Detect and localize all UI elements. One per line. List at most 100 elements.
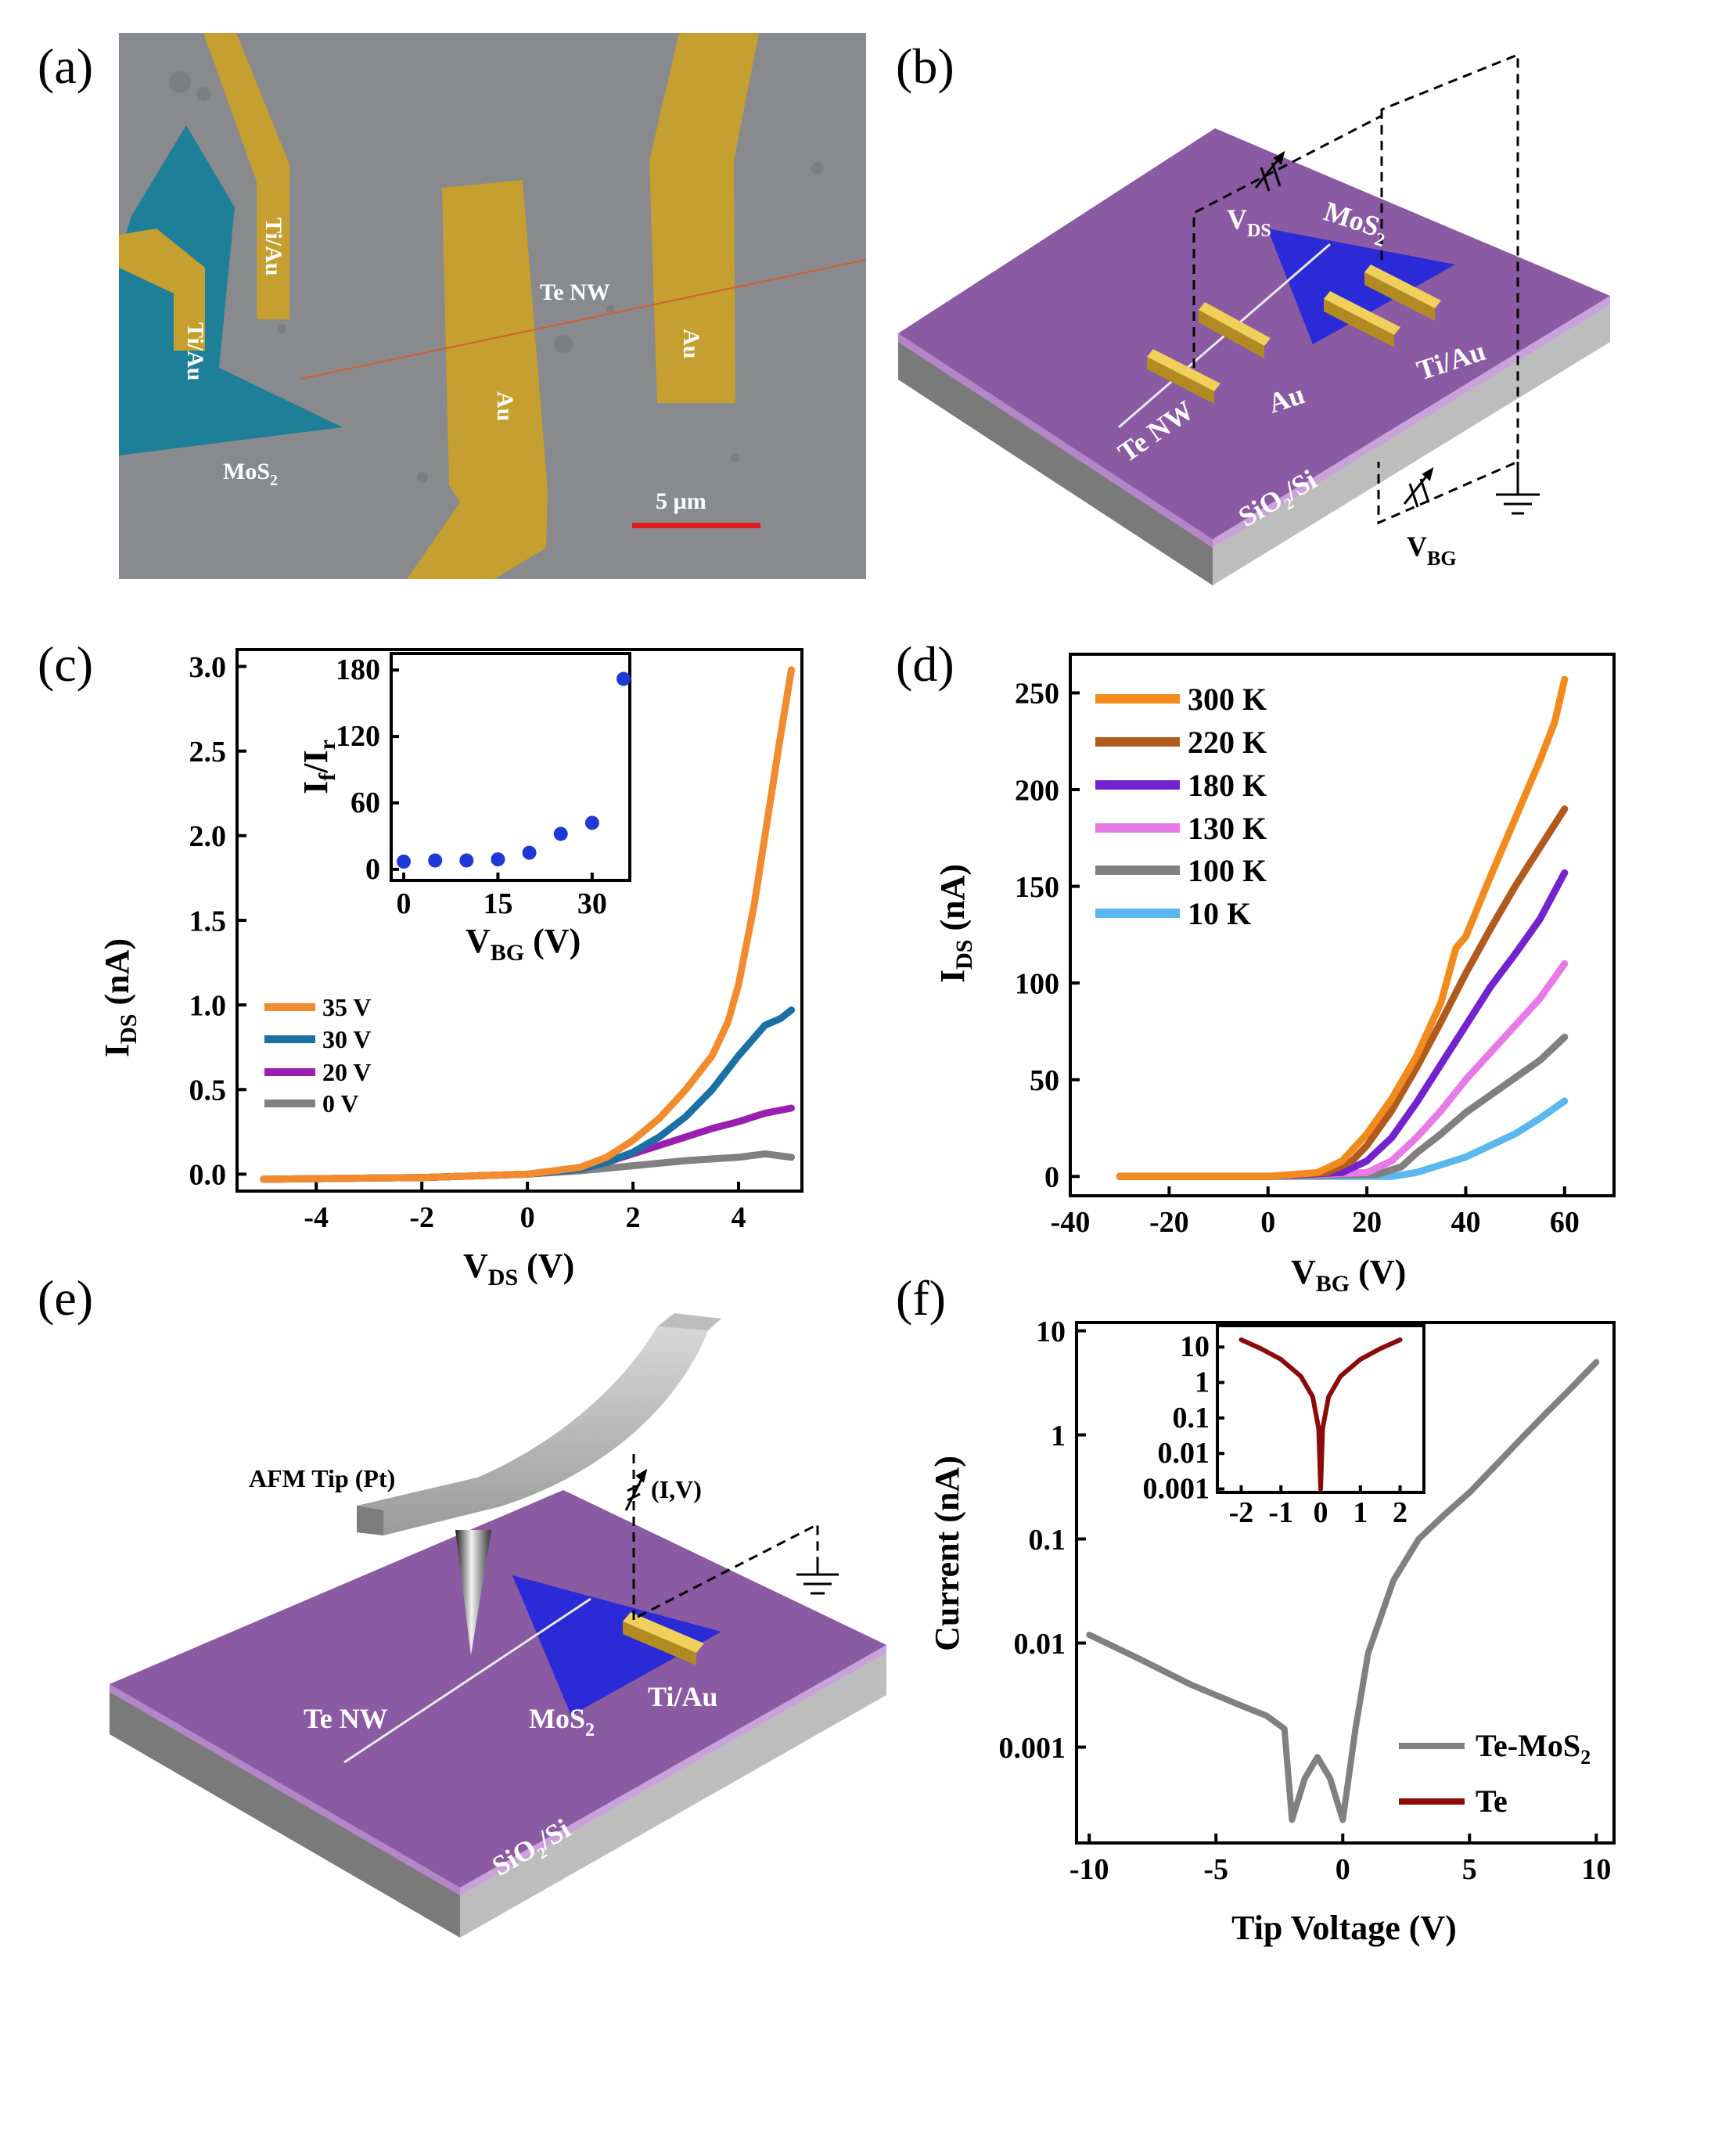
sem-speckles bbox=[169, 71, 824, 483]
plot-frame-f bbox=[1075, 1321, 1616, 1845]
c-tick-x-label: 0 bbox=[520, 1201, 535, 1234]
sio2-edge-left bbox=[898, 333, 1213, 548]
c-inset-tick-y-label: 120 bbox=[336, 720, 380, 753]
electrode-au-right bbox=[649, 33, 759, 403]
electrode-tiau-1 bbox=[1324, 291, 1400, 347]
label-te-nw-sem: Te NW bbox=[540, 279, 610, 305]
f-tick-y-label: 0.01 bbox=[1014, 1628, 1066, 1661]
legend-f: Te-MoS2 Te bbox=[1399, 1728, 1591, 1819]
iv-source-symbol bbox=[624, 1468, 648, 1511]
label-mos2-sem: MoS2 bbox=[223, 459, 278, 489]
inset-x-axis-label-c: VBG (V) bbox=[466, 922, 581, 966]
d-tick-x-label: -20 bbox=[1149, 1206, 1189, 1239]
f-inset-tick-x-label: -2 bbox=[1229, 1496, 1254, 1529]
f-tick-y-label: 10 bbox=[1036, 1316, 1066, 1348]
d-tick-x-label: 60 bbox=[1550, 1206, 1580, 1239]
panel-a: (a) Ti/Au Ti/Au Te NW Au Au MoS2 5 µm bbox=[38, 33, 867, 579]
iv-circuit bbox=[632, 1449, 819, 1620]
f-inset-tick-x-label: -1 bbox=[1268, 1496, 1293, 1529]
d-tick-x-label: 20 bbox=[1352, 1206, 1382, 1239]
mos2-flake bbox=[119, 125, 343, 455]
label-iv: (I,V) bbox=[651, 1475, 702, 1503]
c-tick-y-label: 3.0 bbox=[189, 651, 227, 684]
label-te-nw-e: Te NW bbox=[304, 1703, 388, 1734]
x-axis-label-f: Tip Voltage (V) bbox=[1231, 1909, 1457, 1947]
inset-point-c bbox=[616, 671, 631, 686]
c-tick-x-label: 2 bbox=[626, 1201, 641, 1234]
substrate-side-right-e bbox=[460, 1650, 886, 1938]
panel-label-c: (c) bbox=[38, 636, 93, 692]
series-group-c bbox=[260, 666, 795, 1183]
label-au-middle: Au bbox=[492, 391, 518, 421]
series-line-35v bbox=[260, 666, 795, 1183]
legend-c: 35 V 30 V 20 V 0 V bbox=[264, 993, 372, 1118]
f-inset-tick-y-label: 1 bbox=[1195, 1366, 1210, 1399]
vds-circuit bbox=[1192, 52, 1519, 525]
c-tick-y-label: 1.0 bbox=[189, 989, 227, 1022]
c-tick-y-label: 0.5 bbox=[189, 1074, 227, 1107]
electrode-au-2 bbox=[1199, 302, 1271, 358]
series-line-220k bbox=[1116, 805, 1569, 1180]
c-tick-x-label: -4 bbox=[304, 1201, 329, 1234]
legend-label-35v: 35 V bbox=[322, 993, 372, 1021]
f-tick-y-label: 0.1 bbox=[1029, 1524, 1066, 1557]
c-inset-tick-y-label: 0 bbox=[365, 853, 380, 886]
substrate-side-right bbox=[1213, 301, 1610, 585]
inset-point-c bbox=[459, 853, 474, 868]
series-group-f bbox=[1086, 1359, 1600, 1823]
label-vds: VDS bbox=[1227, 203, 1271, 241]
series-group-d bbox=[1116, 675, 1569, 1180]
inset-point-c bbox=[553, 826, 568, 841]
legend-label-130k: 130 K bbox=[1188, 811, 1267, 846]
inset-point-c bbox=[428, 853, 443, 868]
legend-label-20v: 20 V bbox=[322, 1058, 372, 1086]
scale-bar bbox=[632, 523, 760, 528]
ground-symbol-b bbox=[1496, 462, 1540, 515]
y-axis-label-d: IDS (nA) bbox=[933, 864, 977, 983]
afm-cantilever-end bbox=[357, 1506, 383, 1535]
panel-b: (b) bbox=[896, 38, 1610, 585]
electrode-tiau-upper bbox=[203, 33, 289, 319]
d-tick-x-label: 0 bbox=[1260, 1206, 1275, 1239]
d-tick-x-label: -40 bbox=[1051, 1206, 1091, 1239]
inset-point-c bbox=[397, 854, 412, 869]
legend-label-100k: 100 K bbox=[1188, 853, 1267, 888]
plot-frame-d bbox=[1069, 653, 1616, 1197]
legend-label-220k: 220 K bbox=[1188, 725, 1267, 760]
electrode-au-middle bbox=[407, 180, 548, 579]
f-inset-tick-y-label: 0.1 bbox=[1173, 1402, 1210, 1434]
inset-points-c bbox=[397, 671, 631, 869]
label-tiau-e: Ti/Au bbox=[648, 1681, 717, 1712]
mos2-flake-e bbox=[512, 1575, 721, 1715]
panel-label-d: (d) bbox=[896, 636, 954, 692]
c-inset-tick-x-label: 15 bbox=[483, 887, 512, 920]
f-tick-x-label: 10 bbox=[1581, 1853, 1611, 1886]
d-tick-x-label: 40 bbox=[1451, 1206, 1480, 1239]
inset-point-c bbox=[522, 845, 537, 860]
te-nanowire-e bbox=[343, 1597, 591, 1764]
electrode-tiau-e bbox=[623, 1612, 704, 1665]
series-line-300k bbox=[1116, 675, 1569, 1180]
d-tick-y-label: 0 bbox=[1044, 1161, 1059, 1194]
inset-frame-c bbox=[390, 652, 631, 882]
label-tiau-upper: Ti/Au bbox=[261, 218, 286, 276]
sio2-top-surface-e bbox=[110, 1490, 886, 1888]
c-inset-tick-x-label: 0 bbox=[397, 887, 412, 920]
panel-label-f: (f) bbox=[896, 1270, 946, 1326]
c-tick-y-label: 1.5 bbox=[189, 905, 227, 938]
legend-label-300k: 300 K bbox=[1188, 682, 1267, 717]
inset-y-axis-label-c: If/Ir bbox=[297, 740, 340, 794]
panel-e: (e) AFM Tip (Pt) (I,V) Te NW bbox=[38, 1270, 886, 1938]
legend-label-0v: 0 V bbox=[322, 1089, 359, 1118]
f-inset-tick-x-label: 0 bbox=[1314, 1496, 1328, 1529]
f-tick-x-label: 5 bbox=[1462, 1853, 1477, 1886]
f-inset-tick-y-label: 0.001 bbox=[1143, 1473, 1210, 1506]
c-tick-y-label: 2.5 bbox=[189, 736, 227, 768]
vds-source-symbol bbox=[1254, 150, 1285, 192]
